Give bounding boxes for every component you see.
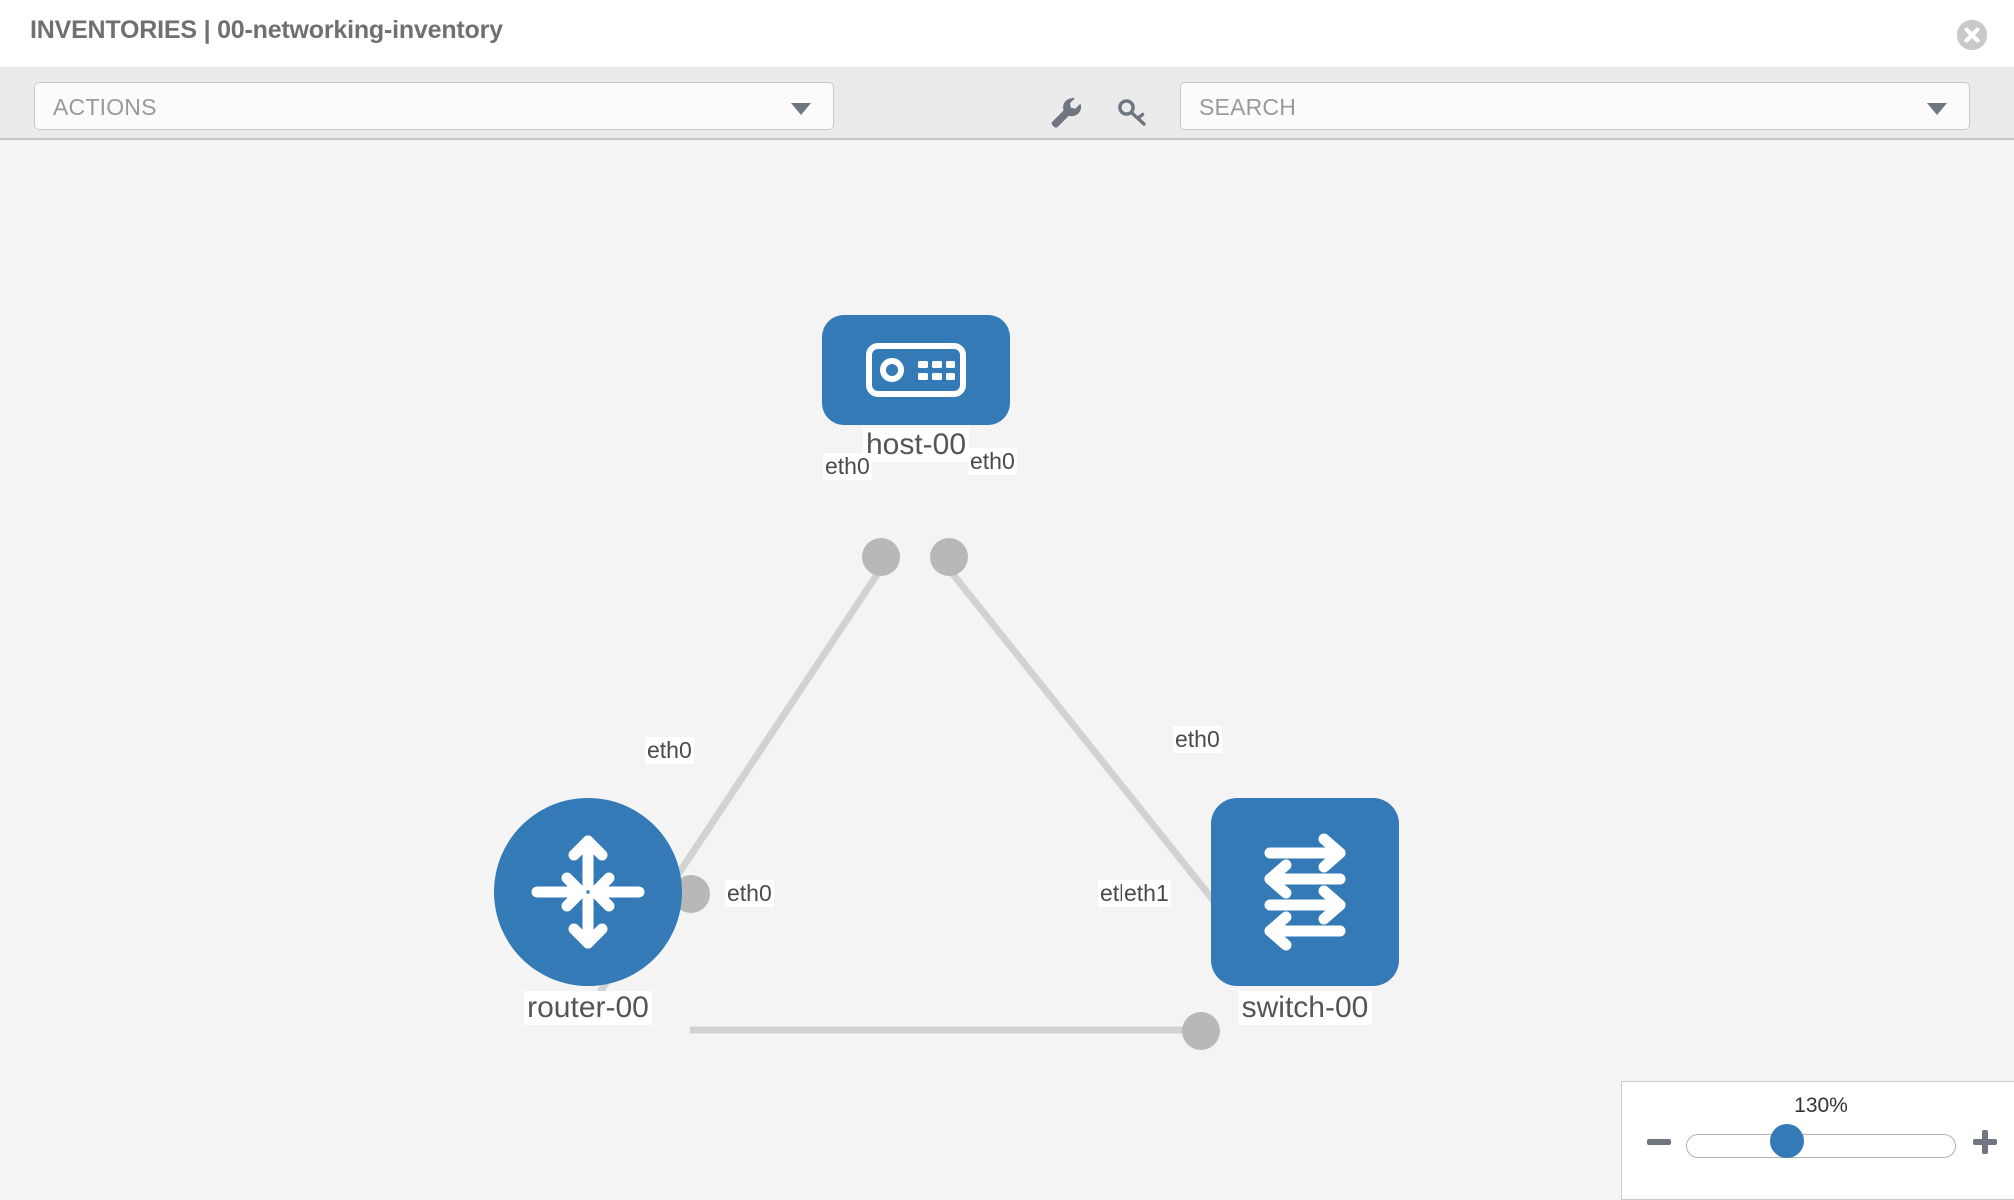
- connector-knob-host00-left[interactable]: [862, 538, 900, 576]
- node-router-00[interactable]: router-00: [494, 798, 682, 1025]
- key-icon[interactable]: [1114, 94, 1150, 130]
- server-icon: [866, 343, 966, 397]
- search-chevron-down-icon[interactable]: [1927, 103, 1947, 115]
- node-router-00-label: router-00: [524, 991, 652, 1025]
- connector-knob-host00-right[interactable]: [930, 538, 968, 576]
- switch-arrows-icon: [1264, 833, 1346, 951]
- topology-canvas[interactable]: host-00: [0, 140, 2014, 1200]
- router-arrows-icon: [531, 835, 645, 949]
- zoom-level-value: 130%: [1794, 1094, 1848, 1117]
- zoom-slider[interactable]: [1686, 1134, 1956, 1158]
- node-switch-00-label: switch-00: [1238, 991, 1372, 1025]
- interface-label: eth0: [725, 880, 774, 907]
- actions-dropdown-label: ACTIONS: [53, 94, 157, 120]
- node-host-00-shape: [822, 315, 1010, 425]
- toolbar: ACTIONS SEARCH: [0, 68, 2014, 140]
- interface-label: eth0: [645, 737, 694, 764]
- plus-icon[interactable]: [1970, 1127, 2000, 1157]
- interface-label: eth0: [968, 448, 1017, 475]
- search-input[interactable]: SEARCH: [1180, 82, 1970, 130]
- link-host00-switch00: [937, 555, 1240, 933]
- interface-label: eth0: [823, 453, 872, 480]
- wrench-icon[interactable]: [1047, 94, 1083, 130]
- node-host-00-label: host-00: [862, 428, 970, 462]
- minus-icon[interactable]: [1644, 1127, 1674, 1157]
- interface-label: eth1: [1122, 880, 1171, 907]
- topology-links: [597, 555, 1240, 1034]
- search-placeholder: SEARCH: [1199, 94, 1297, 120]
- zoom-control-panel: 130%: [1621, 1081, 2014, 1200]
- close-icon[interactable]: [1957, 20, 1987, 50]
- node-switch-00[interactable]: switch-00: [1211, 798, 1399, 1025]
- node-host-00[interactable]: host-00: [822, 315, 1010, 462]
- interface-label: eth0: [1173, 726, 1222, 753]
- page-title: INVENTORIES | 00-networking-inventory: [30, 16, 503, 44]
- actions-dropdown[interactable]: ACTIONS: [34, 82, 834, 130]
- chevron-down-icon: [791, 103, 811, 115]
- connector-knob-switch00-left[interactable]: [1182, 1012, 1220, 1050]
- node-router-00-shape: [494, 798, 682, 986]
- node-switch-00-shape: [1211, 798, 1399, 986]
- zoom-slider-thumb[interactable]: [1770, 1124, 1804, 1158]
- page-header: INVENTORIES | 00-networking-inventory: [0, 0, 2014, 68]
